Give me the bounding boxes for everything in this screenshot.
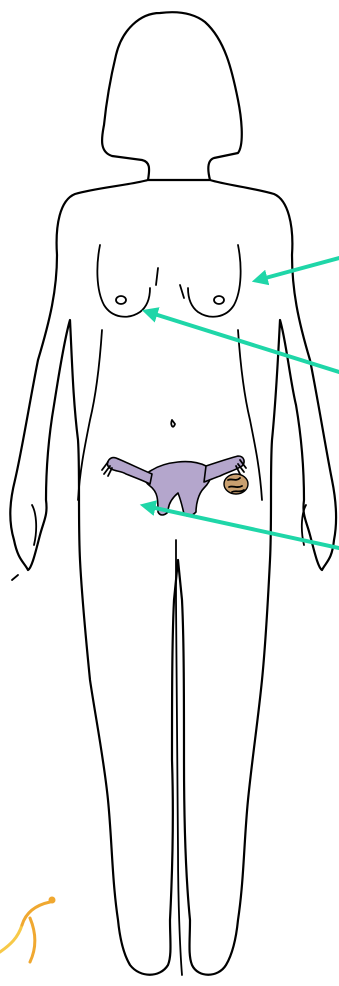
torso-outline (10, 180, 336, 975)
figure-swirl-logo-icon (0, 897, 56, 963)
head-outline (102, 12, 242, 183)
left-thumb-tip (12, 575, 18, 580)
leg-inner-line (176, 540, 182, 975)
